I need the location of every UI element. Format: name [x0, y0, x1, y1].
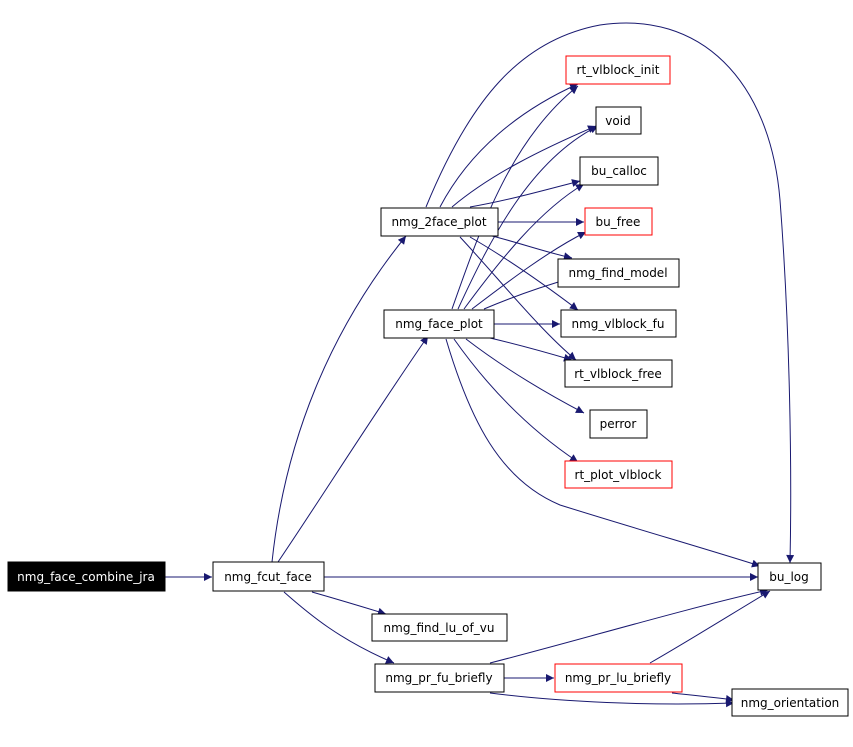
- node-nmg-orientation[interactable]: nmg_orientation: [731, 688, 849, 717]
- node-rt-plot-vlblock[interactable]: rt_plot_vlblock: [564, 460, 673, 489]
- node-label: nmg_face_combine_jra: [17, 570, 155, 584]
- node-label: bu_log: [769, 570, 809, 584]
- node-bu-log[interactable]: bu_log: [757, 562, 822, 591]
- node-bu-free[interactable]: bu_free: [584, 207, 653, 236]
- edge-twoface-void: [451, 125, 597, 208]
- edge-twoface-vlinit: [439, 83, 579, 208]
- node-void[interactable]: void: [595, 106, 642, 135]
- edge-faceplot-vlfree: [489, 337, 573, 362]
- node-nmg-face-combine-jra[interactable]: nmg_face_combine_jra: [7, 561, 166, 592]
- node-label: nmg_pr_fu_briefly: [385, 671, 492, 685]
- edge-faceplot-void: [457, 125, 599, 310]
- edge-prlu-orient: [671, 692, 735, 703]
- node-label: rt_vlblock_init: [577, 63, 660, 77]
- edges: [165, 22, 795, 708]
- node-bu-calloc[interactable]: bu_calloc: [579, 156, 659, 186]
- edge-faceplot-plotvl: [453, 338, 579, 463]
- edge-faceplot-free: [471, 231, 587, 310]
- edge-fcut-prfu: [283, 591, 395, 664]
- node-label: void: [605, 114, 630, 128]
- node-label: bu_free: [596, 215, 641, 229]
- node-label: nmg_find_lu_of_vu: [384, 621, 495, 635]
- node-nmg-2face-plot[interactable]: nmg_2face_plot: [380, 207, 499, 237]
- edge-prfu-bulog: [489, 587, 769, 664]
- edge-twoface-vlfree: [459, 236, 577, 361]
- node-nmg-pr-fu-briefly[interactable]: nmg_pr_fu_briefly: [374, 663, 505, 693]
- node-rt-vlblock-init[interactable]: rt_vlblock_init: [565, 55, 671, 85]
- edge-fcut-twoface: [271, 235, 407, 563]
- edge-faceplot-calloc: [463, 183, 585, 310]
- node-nmg-pr-lu-briefly[interactable]: nmg_pr_lu_briefly: [554, 663, 683, 693]
- node-label: rt_plot_vlblock: [575, 468, 662, 482]
- edge-faceplot-bulog: [445, 338, 761, 568]
- edge-prlu-bulog: [649, 590, 771, 664]
- node-rt-vlblock-free[interactable]: rt_vlblock_free: [564, 359, 673, 388]
- edge-twoface-calloc: [469, 179, 581, 208]
- node-label: nmg_vlblock_fu: [571, 317, 664, 331]
- edge-twoface-vlfu: [469, 236, 579, 311]
- node-label: nmg_find_model: [568, 266, 667, 280]
- node-perror[interactable]: perror: [589, 409, 648, 439]
- node-label: nmg_face_plot: [395, 317, 483, 331]
- node-nmg-vlblock-fu[interactable]: nmg_vlblock_fu: [560, 309, 677, 338]
- edge-fcut-findlu: [311, 591, 387, 616]
- edge-twoface-findmodel: [491, 235, 573, 261]
- edge-faceplot-vlinit: [451, 85, 579, 310]
- node-label: nmg_fcut_face: [224, 570, 312, 584]
- edge-faceplot-perror: [465, 338, 585, 414]
- node-label: nmg_2face_plot: [391, 215, 486, 229]
- edge-twoface-bulog: [425, 22, 795, 564]
- edge-fcut-faceplot: [277, 335, 429, 563]
- node-label: perror: [600, 417, 637, 431]
- node-nmg-find-lu-of-vu[interactable]: nmg_find_lu_of_vu: [371, 613, 508, 642]
- node-nmg-find-model[interactable]: nmg_find_model: [557, 258, 680, 288]
- node-nmg-fcut-face[interactable]: nmg_fcut_face: [212, 561, 325, 592]
- edge-prfu-orient: [489, 692, 735, 708]
- node-nmg-face-plot[interactable]: nmg_face_plot: [383, 309, 495, 339]
- node-label: rt_vlblock_free: [574, 367, 662, 381]
- node-label: nmg_pr_lu_briefly: [565, 671, 671, 685]
- node-label: nmg_orientation: [741, 696, 840, 710]
- node-label: bu_calloc: [591, 164, 647, 178]
